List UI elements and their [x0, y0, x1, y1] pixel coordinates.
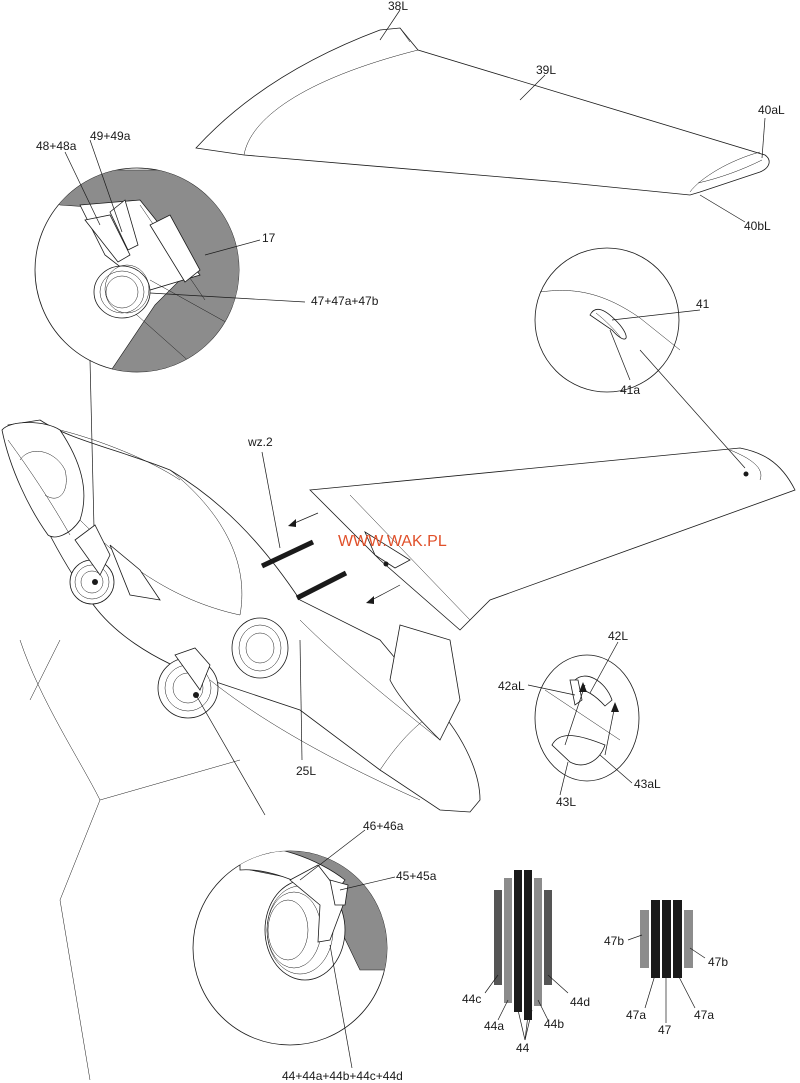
- label-46-46a: 46+46a: [363, 819, 404, 833]
- main-gear-detail-circle: [192, 829, 396, 1069]
- label-48-48a: 48+48a: [36, 139, 77, 153]
- label-47: 47: [658, 1023, 672, 1037]
- wingtip-detail-circle: [534, 247, 746, 469]
- label-38L: 38L: [388, 0, 408, 13]
- label-45-45a: 45+45a: [396, 869, 437, 883]
- label-wz2: wz.2: [247, 435, 273, 449]
- label-39L: 39L: [536, 63, 556, 77]
- label-40aL: 40aL: [758, 103, 785, 117]
- label-44d: 44d: [570, 995, 590, 1009]
- label-49-49a: 49+49a: [90, 129, 131, 143]
- label-44b: 44b: [544, 1017, 564, 1031]
- label-44c: 44c: [462, 992, 481, 1006]
- label-47b-right: 47b: [708, 955, 728, 969]
- label-40bL: 40bL: [744, 219, 771, 233]
- label-41a: 41a: [620, 383, 640, 397]
- label-42L: 42L: [608, 629, 628, 643]
- label-44-all: 44+44a+44b+44c+44d: [282, 1069, 403, 1083]
- label-43L: 43L: [556, 795, 576, 809]
- label-44a: 44a: [484, 1019, 504, 1033]
- label-17: 17: [262, 231, 276, 245]
- label-47b-left: 47b: [604, 934, 624, 948]
- fuselage-and-wing-drawing: [1, 419, 796, 1081]
- label-47a-left: 47a: [626, 1008, 646, 1022]
- label-41: 41: [696, 297, 710, 311]
- label-43aL: 43aL: [634, 777, 661, 791]
- label-42aL: 42aL: [498, 679, 525, 693]
- upper-wing-drawing: [195, 27, 770, 196]
- label-25L: 25L: [296, 764, 316, 778]
- label-47a-right: 47a: [694, 1008, 714, 1022]
- strip-set-44: [484, 870, 569, 1041]
- strip-set-47: [627, 900, 706, 1023]
- watermark: WWW.WAK.PL: [338, 533, 447, 550]
- label-47-47a-47b: 47+47a+47b: [311, 294, 379, 308]
- part-labels: 38L 39L 40aL 40bL 48+48a 49+49a 17 47+47…: [36, 0, 785, 1083]
- landing-gear-detail-circle: [34, 139, 306, 571]
- label-44: 44: [516, 1041, 530, 1055]
- flap-detail-circle: [527, 641, 640, 796]
